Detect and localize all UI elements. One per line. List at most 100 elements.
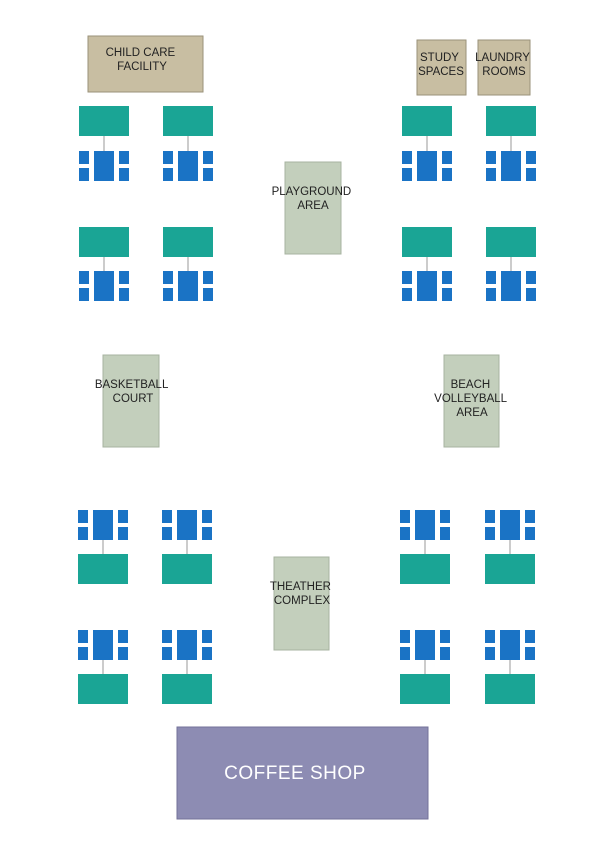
table bbox=[415, 630, 435, 660]
theater-complex[interactable]: THEATHER COMPLEX bbox=[270, 556, 334, 651]
picnic-cluster[interactable] bbox=[79, 106, 129, 181]
seat bbox=[442, 168, 452, 181]
seat bbox=[163, 288, 173, 301]
seat bbox=[203, 151, 213, 164]
seat bbox=[203, 271, 213, 284]
seat bbox=[79, 151, 89, 164]
picnic-cluster[interactable] bbox=[402, 227, 452, 301]
seat bbox=[78, 647, 88, 660]
shelter bbox=[400, 674, 450, 704]
seat bbox=[486, 168, 496, 181]
shelter bbox=[400, 554, 450, 584]
seat bbox=[163, 271, 173, 284]
svg-text:CHILD CARE FACILITY: CHILD CARE FACILITY bbox=[106, 47, 179, 73]
svg-text:LAUNDRY ROOMS: LAUNDRY ROOMS bbox=[475, 52, 533, 78]
seat bbox=[440, 527, 450, 540]
picnic-cluster[interactable] bbox=[79, 227, 129, 301]
svg-text:THEATHER COMPLEX: THEATHER COMPLEX bbox=[270, 581, 334, 607]
seat bbox=[118, 630, 128, 643]
seat bbox=[79, 168, 89, 181]
seat bbox=[525, 527, 535, 540]
shelter bbox=[79, 227, 129, 257]
shelter bbox=[79, 106, 129, 136]
table bbox=[417, 151, 437, 181]
laundry-rooms[interactable]: LAUNDRY ROOMS bbox=[475, 39, 533, 96]
picnic-cluster[interactable] bbox=[163, 106, 213, 181]
table bbox=[500, 510, 520, 540]
table bbox=[94, 271, 114, 301]
beach-volleyball-area[interactable]: BEACH VOLLEYBALL AREA bbox=[434, 354, 510, 448]
shelter bbox=[78, 554, 128, 584]
picnic-cluster[interactable] bbox=[485, 510, 535, 584]
picnic-cluster[interactable] bbox=[78, 510, 128, 584]
seat bbox=[162, 527, 172, 540]
seat bbox=[440, 630, 450, 643]
seat bbox=[118, 647, 128, 660]
picnic-cluster[interactable] bbox=[402, 106, 452, 181]
picnic-cluster[interactable] bbox=[486, 106, 536, 181]
seat bbox=[79, 288, 89, 301]
seat bbox=[486, 151, 496, 164]
seat bbox=[202, 647, 212, 660]
study-spaces[interactable]: STUDY SPACES bbox=[416, 39, 467, 96]
coffee-shop[interactable]: COFFEE SHOP bbox=[176, 726, 429, 820]
seat bbox=[119, 168, 129, 181]
seat bbox=[525, 510, 535, 523]
seat bbox=[526, 271, 536, 284]
picnic-cluster[interactable] bbox=[400, 630, 450, 704]
seat bbox=[162, 510, 172, 523]
seat bbox=[525, 647, 535, 660]
picnic-cluster[interactable] bbox=[162, 630, 212, 704]
shelter bbox=[486, 227, 536, 257]
basketball-court[interactable]: BASKETBALL COURT bbox=[95, 354, 171, 448]
shelter bbox=[78, 674, 128, 704]
seat bbox=[162, 630, 172, 643]
seat bbox=[203, 288, 213, 301]
seat bbox=[400, 647, 410, 660]
table bbox=[178, 151, 198, 181]
seat bbox=[486, 288, 496, 301]
shelter bbox=[162, 554, 212, 584]
seat bbox=[118, 527, 128, 540]
seat bbox=[78, 630, 88, 643]
table-clusters bbox=[78, 106, 536, 704]
seat bbox=[442, 288, 452, 301]
seat bbox=[202, 527, 212, 540]
seat bbox=[203, 168, 213, 181]
picnic-cluster[interactable] bbox=[163, 227, 213, 301]
shelter bbox=[162, 674, 212, 704]
table bbox=[94, 151, 114, 181]
shelter bbox=[486, 106, 536, 136]
table bbox=[177, 630, 197, 660]
seat bbox=[400, 527, 410, 540]
table bbox=[178, 271, 198, 301]
shelter bbox=[402, 106, 452, 136]
seat bbox=[118, 510, 128, 523]
seat bbox=[119, 271, 129, 284]
svg-text:STUDY SPACES: STUDY SPACES bbox=[418, 52, 464, 78]
seat bbox=[402, 151, 412, 164]
table bbox=[177, 510, 197, 540]
seat bbox=[119, 151, 129, 164]
seat bbox=[485, 527, 495, 540]
seat bbox=[163, 168, 173, 181]
table bbox=[417, 271, 437, 301]
table bbox=[93, 510, 113, 540]
seat bbox=[119, 288, 129, 301]
seat bbox=[442, 271, 452, 284]
seat bbox=[526, 151, 536, 164]
shelter bbox=[163, 227, 213, 257]
seat bbox=[202, 630, 212, 643]
picnic-cluster[interactable] bbox=[400, 510, 450, 584]
playground-area[interactable]: PLAYGROUND AREA bbox=[272, 161, 355, 255]
shelter bbox=[485, 554, 535, 584]
seat bbox=[485, 647, 495, 660]
picnic-cluster[interactable] bbox=[485, 630, 535, 704]
seat bbox=[163, 151, 173, 164]
child-care-facility[interactable]: CHILD CARE FACILITY bbox=[87, 35, 204, 93]
picnic-cluster[interactable] bbox=[162, 510, 212, 584]
picnic-cluster[interactable] bbox=[486, 227, 536, 301]
shelter bbox=[402, 227, 452, 257]
picnic-cluster[interactable] bbox=[78, 630, 128, 704]
seat bbox=[202, 510, 212, 523]
